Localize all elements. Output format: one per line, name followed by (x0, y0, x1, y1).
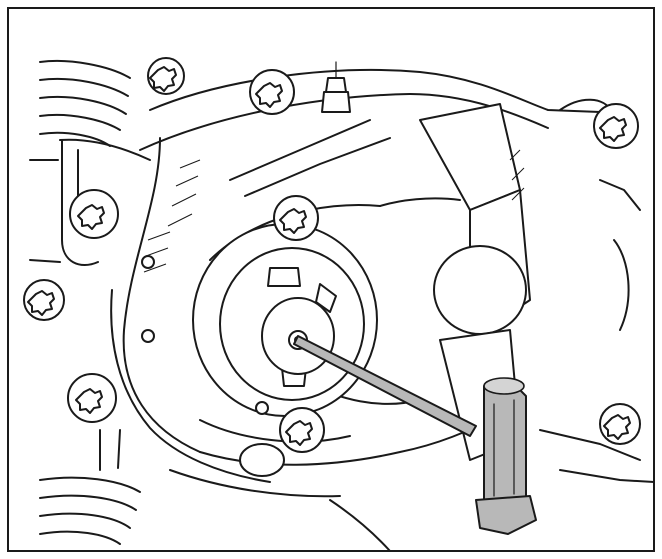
torx-bolt-icon (69, 189, 119, 239)
lower-housing (169, 429, 655, 552)
torx-bolt-icon (593, 103, 639, 149)
central-shaft-boss (192, 223, 378, 417)
torx-bolt-icon (599, 403, 641, 445)
torx-bolt-icon (249, 69, 295, 115)
socket-wrench-icon (475, 377, 537, 535)
hex-key-icon (293, 335, 477, 437)
torx-bolt-icon (279, 407, 325, 453)
grease-nipple (321, 61, 351, 113)
torx-bolt-icon (273, 195, 319, 241)
lower-left-spring (39, 429, 141, 545)
torx-bolt-icon (23, 279, 65, 321)
torx-bolt-icon (147, 57, 185, 95)
torx-bolt-icon (67, 373, 117, 423)
mounting-holes (141, 255, 269, 415)
